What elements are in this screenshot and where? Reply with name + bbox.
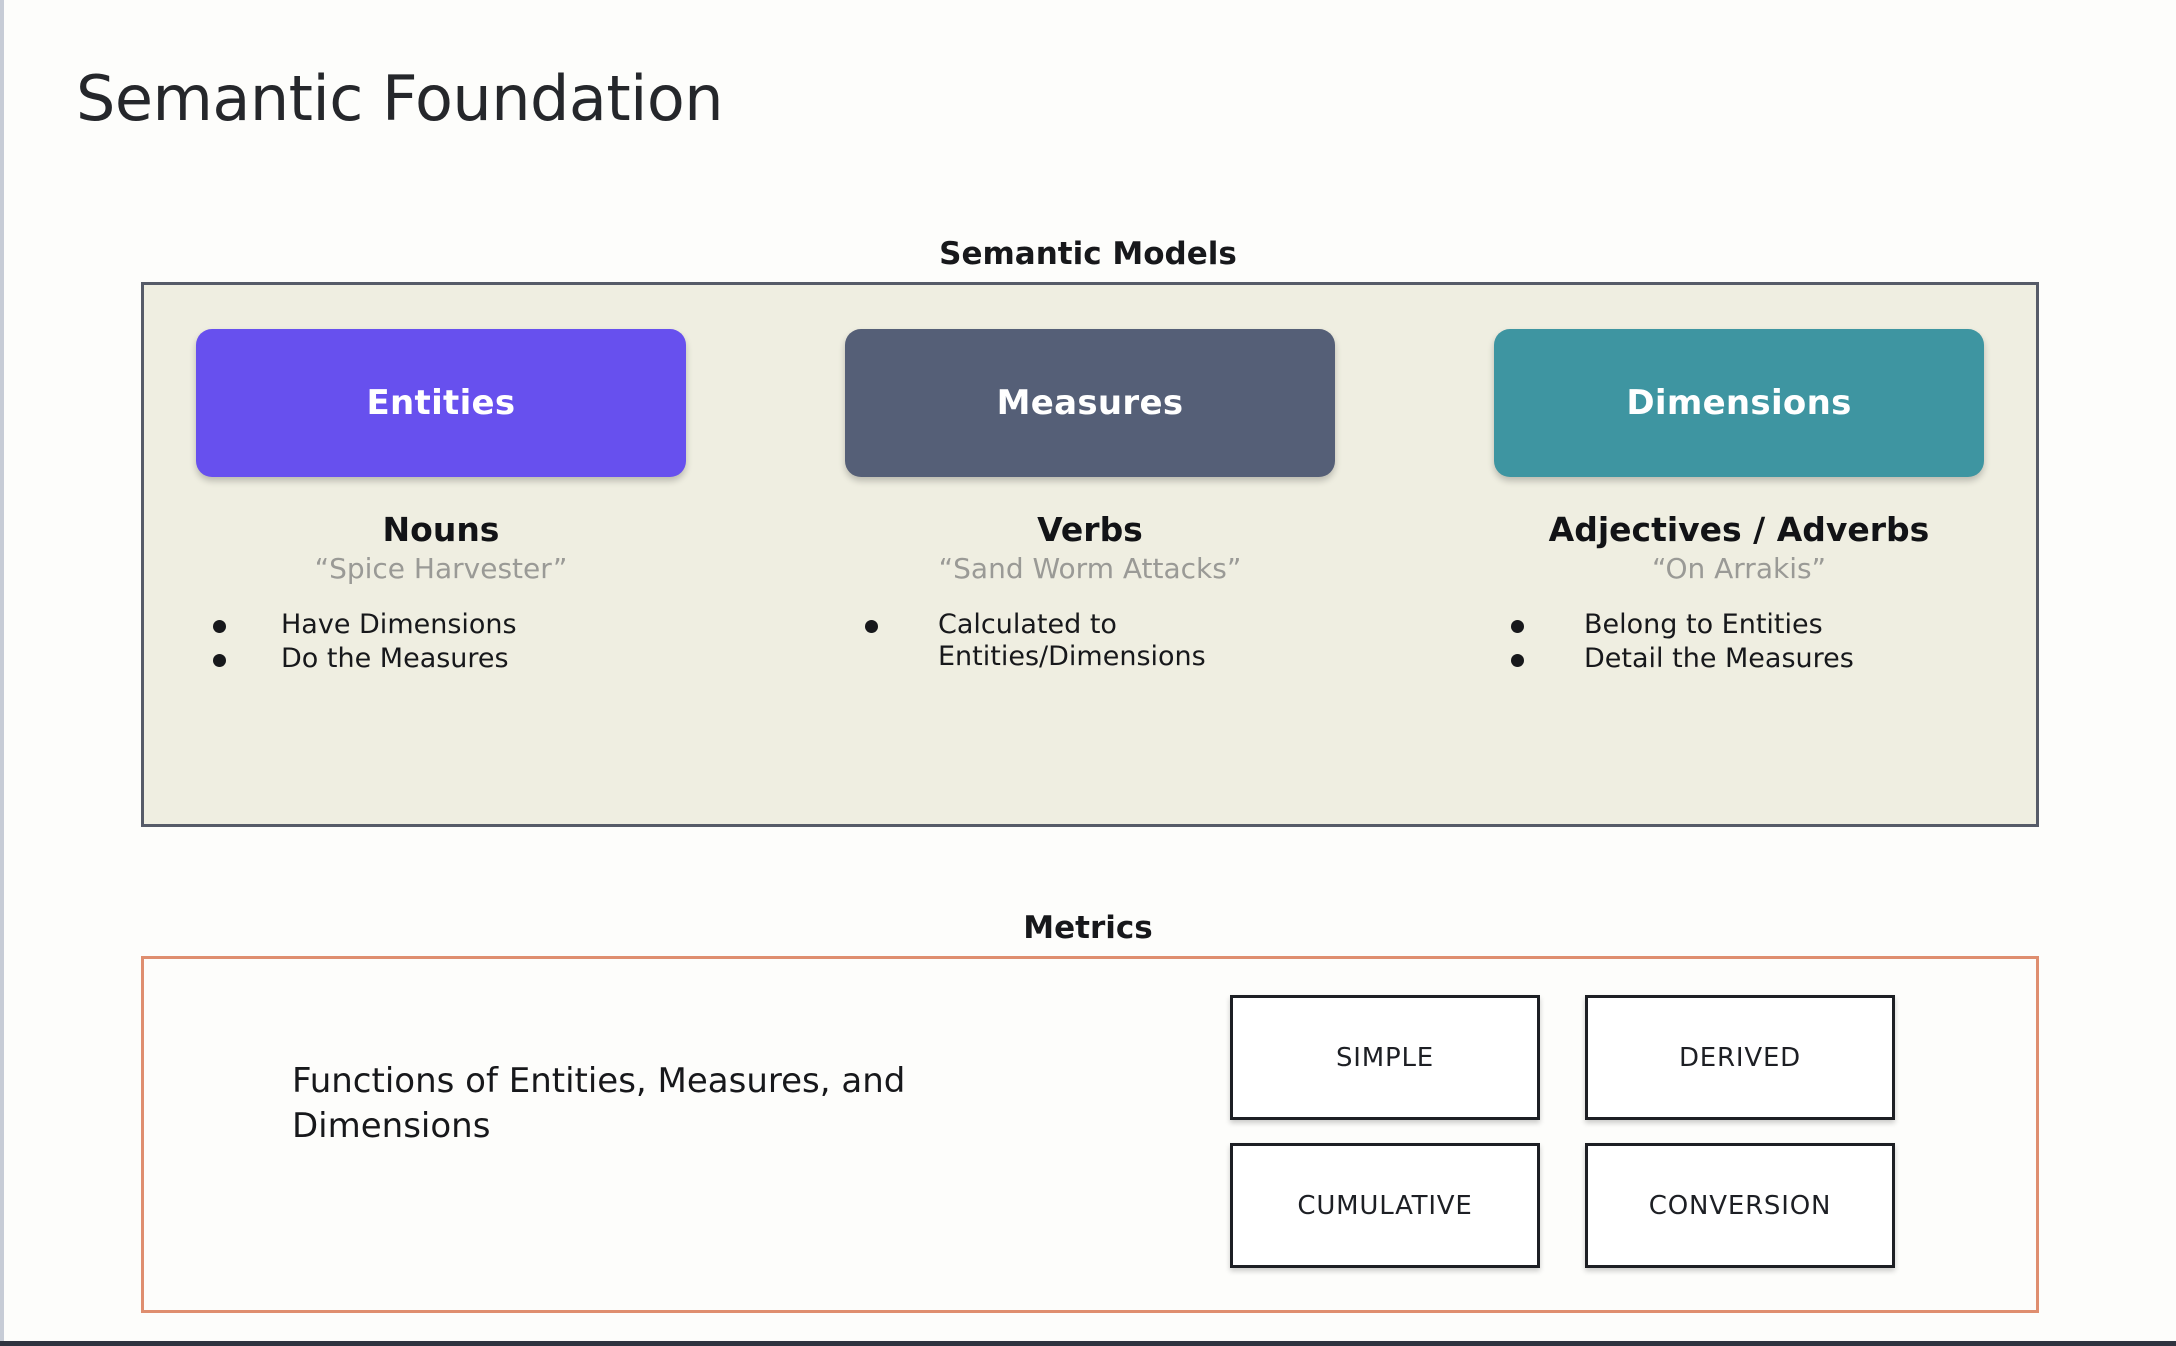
semantic-models-panel: Entities Nouns “Spice Harvester” Have Di… [141, 282, 2039, 827]
measures-example: “Sand Worm Attacks” [938, 551, 1242, 585]
list-item: Detail the Measures [1511, 643, 2001, 675]
entities-example: “Spice Harvester” [314, 551, 568, 585]
metric-type-conversion[interactable]: CONVERSION [1585, 1143, 1895, 1268]
model-column-measures: Measures Verbs “Sand Worm Attacks” Calcu… [845, 329, 1335, 824]
list-item: Calculated to Entities/Dimensions [865, 609, 1355, 673]
list-item: Belong to Entities [1511, 609, 2001, 641]
dimensions-chip[interactable]: Dimensions [1494, 329, 1984, 477]
entities-part-of-speech: Nouns [382, 510, 500, 549]
measures-bullet-0: Calculated to Entities/Dimensions [938, 608, 1206, 672]
metric-type-derived[interactable]: DERIVED [1585, 995, 1895, 1120]
list-item: Do the Measures [213, 643, 703, 675]
model-column-dimensions: Dimensions Adjectives / Adverbs “On Arra… [1494, 329, 1984, 824]
entities-chip[interactable]: Entities [196, 329, 686, 477]
bullet-dot-icon [213, 653, 226, 667]
metrics-caption: Metrics [1023, 910, 1153, 946]
entities-bullet-0: Have Dimensions [281, 608, 517, 640]
list-item: Have Dimensions [213, 609, 703, 641]
dimensions-bullet-1: Detail the Measures [1584, 642, 1854, 674]
metrics-panel: Functions of Entities, Measures, and Dim… [141, 956, 2039, 1313]
entities-bullet-1: Do the Measures [281, 642, 509, 674]
bottom-edge-strip [0, 1341, 2176, 1346]
measures-part-of-speech: Verbs [1037, 510, 1143, 549]
bullet-dot-icon [1511, 619, 1524, 633]
dimensions-bullet-list: Belong to Entities Detail the Measures [1477, 609, 2001, 677]
left-edge-strip [0, 0, 4, 1346]
semantic-models-caption: Semantic Models [939, 236, 1237, 272]
measures-chip[interactable]: Measures [845, 329, 1335, 477]
page-title: Semantic Foundation [76, 62, 724, 135]
bullet-dot-icon [213, 619, 226, 633]
metric-types-grid: SIMPLE DERIVED CUMULATIVE CONVERSION [1230, 995, 1895, 1268]
dimensions-part-of-speech: Adjectives / Adverbs [1548, 510, 1930, 549]
measures-bullet-list: Calculated to Entities/Dimensions [825, 609, 1355, 675]
semantic-models-row: Entities Nouns “Spice Harvester” Have Di… [144, 285, 2036, 824]
dimensions-bullet-0: Belong to Entities [1584, 608, 1823, 640]
metrics-description: Functions of Entities, Measures, and Dim… [292, 1061, 906, 1146]
dimensions-example: “On Arrakis” [1651, 551, 1827, 585]
bullet-dot-icon [865, 619, 878, 633]
entities-bullet-list: Have Dimensions Do the Measures [179, 609, 703, 677]
metric-type-cumulative[interactable]: CUMULATIVE [1230, 1143, 1540, 1268]
bullet-dot-icon [1511, 653, 1524, 667]
metric-type-simple[interactable]: SIMPLE [1230, 995, 1540, 1120]
model-column-entities: Entities Nouns “Spice Harvester” Have Di… [196, 329, 686, 824]
